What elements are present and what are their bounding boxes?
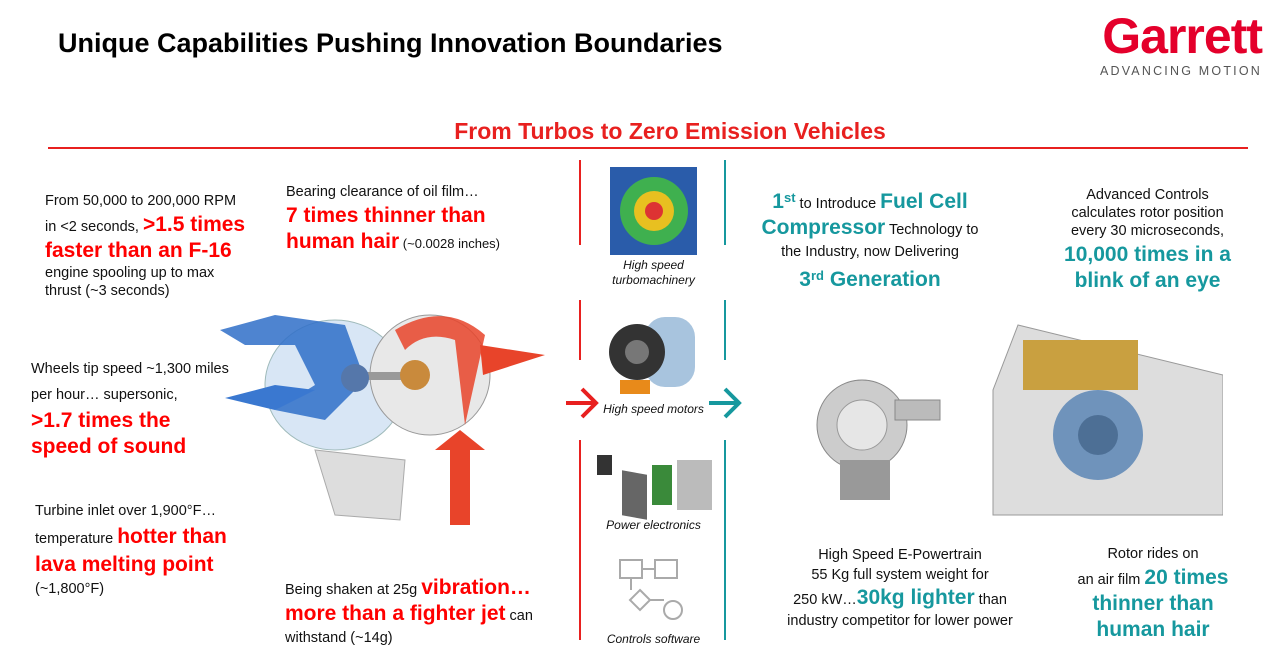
- bearing-fact: Bearing clearance of oil film… 7 times t…: [286, 181, 546, 255]
- arrow-right-red-icon: [566, 387, 599, 419]
- powertrain-text: High Speed E-Powertrain: [818, 547, 982, 563]
- power-electronics-image: [597, 455, 712, 520]
- bearing-text-2: (~0.0028 inches): [399, 236, 501, 251]
- caption-motors: High speed motors: [603, 402, 704, 416]
- powertrain-text-5: industry competitor for lower power: [787, 613, 1013, 629]
- rpm-text-3: engine spooling up to max thrust (~3 sec…: [45, 265, 215, 299]
- powertrain-text-3: 250 kW…: [793, 592, 857, 608]
- turbomachinery-image: [610, 167, 697, 255]
- separator-red-bottom: [579, 440, 581, 640]
- logo-name: Garrett: [1102, 8, 1263, 64]
- fighter-jet-highlight: more than a fighter jet: [285, 602, 506, 625]
- rotor-highlight: 20 times thinner than human hair: [1092, 566, 1229, 641]
- third-suffix: rd: [810, 267, 824, 283]
- controls-text: Advanced Controls calculates rotor posit…: [1070, 187, 1225, 239]
- tip-text: Wheels tip speed ~1,300 miles per hour… …: [31, 361, 229, 403]
- vibration-highlight: vibration…: [421, 576, 531, 599]
- rotor-text-2: an air film: [1077, 572, 1145, 588]
- turbine-fact: Turbine inlet over 1,900°F… temperature …: [35, 498, 250, 600]
- separator-red-mid: [579, 300, 581, 360]
- vibration-fact: Being shaken at 25g vibration… more than…: [285, 575, 560, 649]
- separator-teal-top: [724, 160, 726, 245]
- tip-highlight: >1.7 times the speed of sound: [31, 409, 187, 458]
- rpm-text: From 50,000 to 200,000 RPM: [45, 193, 237, 209]
- page-title: Unique Capabilities Pushing Innovation B…: [58, 28, 723, 58]
- powertrain-text-4: than: [974, 592, 1007, 608]
- powertrain-highlight: 30kg lighter: [856, 586, 975, 609]
- generation-highlight: Generation: [823, 267, 941, 291]
- caption-power-electronics: Power electronics: [606, 518, 701, 532]
- bearing-text: Bearing clearance of oil film…: [286, 184, 479, 200]
- turbine-text-2: (~1,800°F): [35, 581, 105, 597]
- powertrain-text-2: 55 Kg full system weight for: [811, 567, 989, 583]
- e-powertrain-image: [992, 324, 1223, 516]
- caption-controls-software: Controls software: [606, 632, 701, 646]
- first-suffix: st: [783, 190, 796, 205]
- motor-image: [609, 317, 695, 394]
- rpm-highlight: >1.5 times faster than an F-16: [45, 213, 246, 262]
- rpm-text-2: in <2 seconds,: [45, 219, 143, 235]
- arrow-right-teal-icon: [709, 387, 742, 419]
- garrett-logo: Garrett ADVANCING MOTION: [1080, 8, 1263, 78]
- turbine-text: Turbine inlet over 1,900°F… temperature: [35, 503, 216, 547]
- fuel-cell-fact: 1st to Introduce Fuel Cell Compressor Te…: [755, 185, 985, 293]
- separator-red-top: [579, 160, 581, 245]
- controls-highlight: 10,000 times in a blink of an eye: [1064, 243, 1231, 292]
- turbocharger-image: [220, 314, 545, 525]
- vibration-text: Being shaken at 25g: [285, 582, 422, 598]
- caption-turbomachinery: High speed turbomachinery: [612, 258, 695, 287]
- fuel-cell-text-2: Technology to the Industry, now Deliveri…: [781, 221, 979, 260]
- tip-speed-fact: Wheels tip speed ~1,300 miles per hour… …: [31, 356, 241, 460]
- third-number: 3: [799, 267, 811, 291]
- fuel-cell-compressor-image: [816, 379, 941, 500]
- divider: [48, 147, 1248, 149]
- separator-teal-bottom: [724, 440, 726, 640]
- separator-teal-mid: [724, 300, 726, 360]
- vibration-text-2: can withstand (~14g): [285, 608, 533, 646]
- logo-tagline: ADVANCING MOTION: [1099, 64, 1262, 78]
- rotor-fact: Rotor rides on an air film 20 times thin…: [1068, 543, 1238, 643]
- bearing-highlight: 7 times thinner than human hair: [286, 204, 486, 253]
- controls-software-image: [619, 559, 683, 620]
- fuel-cell-highlight: Fuel Cell Compressor: [761, 189, 968, 239]
- first-number: 1: [772, 189, 784, 213]
- section-subtitle: From Turbos to Zero Emission Vehicles: [454, 118, 886, 144]
- controls-fact: Advanced Controls calculates rotor posit…: [1055, 186, 1240, 294]
- turbine-highlight: hotter than lava melting point: [35, 525, 227, 576]
- rotor-text: Rotor rides on: [1107, 546, 1199, 562]
- fuel-cell-text: to Introduce: [795, 195, 881, 212]
- powertrain-fact: High Speed E-Powertrain 55 Kg full syste…: [770, 545, 1030, 631]
- rpm-fact: From 50,000 to 200,000 RPM in <2 seconds…: [45, 190, 275, 300]
